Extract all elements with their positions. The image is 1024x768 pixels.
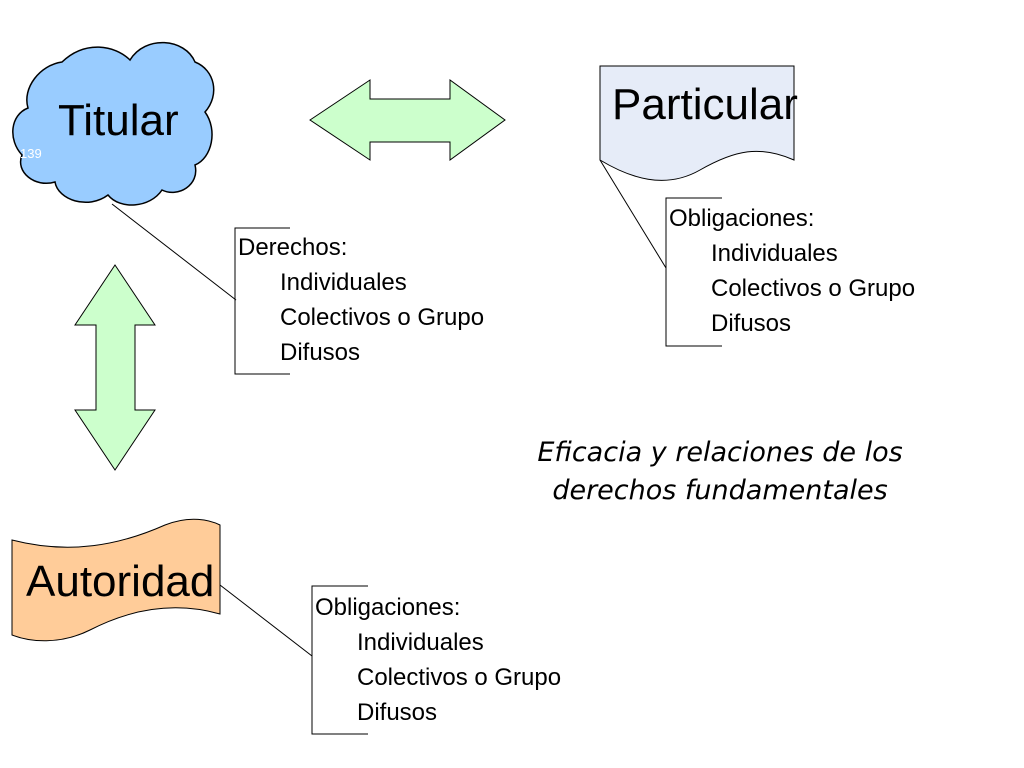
- particular-obligaciones-bracket: [665, 197, 722, 347]
- titular-badge: 139: [20, 146, 42, 161]
- list-item: Colectivos o Grupo: [280, 304, 485, 331]
- particular-obligaciones-title: Obligaciones:: [669, 205, 815, 232]
- derechos-list: Derechos: Individuales Colectivos o Grup…: [238, 230, 484, 370]
- vertical-double-arrow: [74, 264, 156, 471]
- particular-obligaciones-list: Obligaciones: Individuales Colectivos o …: [669, 201, 915, 341]
- list-item: Difusos: [280, 339, 361, 366]
- list-item: Colectivos o Grupo: [357, 664, 562, 691]
- autoridad-banner-shape: [11, 518, 221, 642]
- autoridad-label: Autoridad: [26, 557, 215, 606]
- autoridad-obligaciones-title: Obligaciones:: [315, 594, 461, 621]
- particular-connector-line: [599, 159, 667, 269]
- list-item: Difusos: [711, 310, 792, 337]
- titular-connector-line: [111, 203, 237, 301]
- list-item: Individuales: [711, 240, 838, 267]
- titular-cloud-shape: [12, 41, 215, 206]
- diagram-caption: Eficacia y relaciones de los derechos fu…: [470, 434, 970, 510]
- particular-document-shape: [599, 65, 795, 181]
- particular-label: Particular: [612, 80, 798, 129]
- list-item: Individuales: [280, 269, 407, 296]
- autoridad-obligaciones-bracket: [311, 585, 368, 735]
- caption-line-1: Eficacia y relaciones de los: [537, 437, 903, 468]
- list-item: Colectivos o Grupo: [711, 275, 916, 302]
- titular-label: Titular: [58, 96, 179, 145]
- autoridad-connector-line: [219, 584, 313, 657]
- derechos-list-title: Derechos:: [238, 234, 348, 261]
- horizontal-double-arrow: [309, 79, 506, 161]
- caption-line-2: derechos fundamentales: [552, 475, 888, 506]
- list-item: Individuales: [357, 629, 484, 656]
- autoridad-obligaciones-list: Obligaciones: Individuales Colectivos o …: [315, 590, 561, 730]
- derechos-bracket: [234, 227, 290, 375]
- list-item: Difusos: [357, 699, 438, 726]
